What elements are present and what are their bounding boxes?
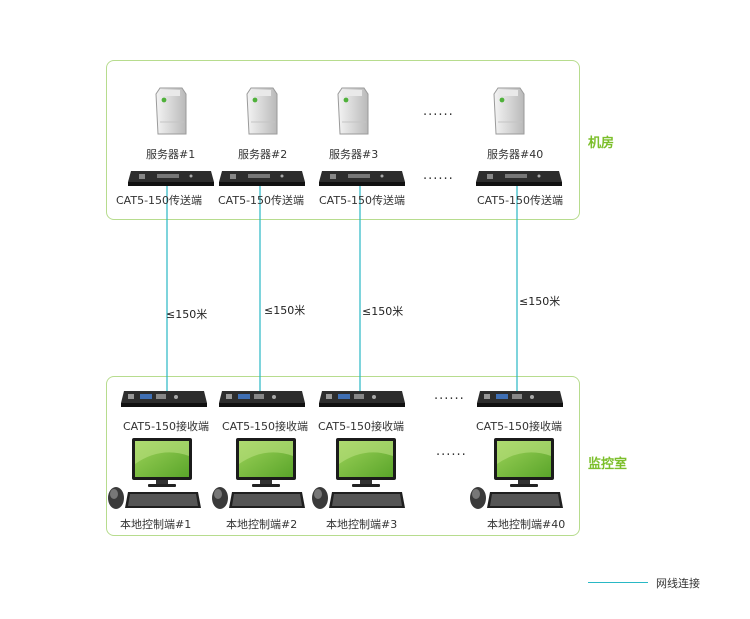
monitor-icon <box>132 438 192 487</box>
legend-line <box>588 582 648 583</box>
ellipsis-transmitters: ...... <box>423 168 454 183</box>
server-name-3: 服务器#3 <box>329 148 379 161</box>
workstation-2 <box>212 438 305 509</box>
distance-label-2: ≤150米 <box>264 304 306 317</box>
transmitter-label-40: CAT5-150传送端 <box>477 194 564 207</box>
transmitter-device <box>319 171 405 186</box>
server-name-40: 服务器#40 <box>487 148 544 161</box>
distance-label-1: ≤150米 <box>166 308 208 321</box>
transmitter-label-3: CAT5-150传送端 <box>319 194 406 207</box>
receiver-label-3: CAT5-150接收端 <box>318 420 405 433</box>
server-icon <box>337 87 369 135</box>
server-name-1: 服务器#1 <box>146 148 196 161</box>
keyboard-icon <box>229 492 305 508</box>
console-label-1: 本地控制端#1 <box>120 518 192 531</box>
transmitter-device <box>128 171 214 186</box>
mouse-icon <box>212 487 228 509</box>
server-icon <box>493 87 525 135</box>
receiver-device <box>121 391 207 407</box>
ellipsis-workstations: ...... <box>436 444 467 459</box>
mouse-icon <box>470 487 486 509</box>
distance-label-40: ≤150米 <box>519 295 561 308</box>
keyboard-icon <box>125 492 201 508</box>
monitor-icon <box>336 438 396 487</box>
workstation-1 <box>108 438 201 509</box>
monitor-icon <box>494 438 554 487</box>
receiver-device <box>219 391 305 407</box>
receiver-device <box>477 391 563 407</box>
ellipsis-servers: ...... <box>423 104 454 119</box>
workstation-3 <box>312 438 405 509</box>
transmitter-label-1: CAT5-150传送端 <box>116 194 203 207</box>
receiver-device <box>319 391 405 407</box>
transmitter-device <box>219 171 305 186</box>
legend-label: 网线连接 <box>656 577 700 590</box>
console-label-3: 本地控制端#3 <box>326 518 398 531</box>
server-icon <box>155 87 187 135</box>
monitor-icon <box>236 438 296 487</box>
workstation-40 <box>470 438 563 509</box>
mouse-icon <box>312 487 328 509</box>
monitor-room-label: 监控室 <box>588 457 628 472</box>
server-room-label: 机房 <box>588 136 615 151</box>
ellipsis-receivers: ...... <box>434 388 465 403</box>
keyboard-icon <box>487 492 563 508</box>
keyboard-icon <box>329 492 405 508</box>
transmitter-device <box>476 171 562 186</box>
mouse-icon <box>108 487 124 509</box>
receiver-label-1: CAT5-150接收端 <box>123 420 210 433</box>
console-label-2: 本地控制端#2 <box>226 518 298 531</box>
server-name-2: 服务器#2 <box>238 148 288 161</box>
transmitter-label-2: CAT5-150传送端 <box>218 194 305 207</box>
distance-label-3: ≤150米 <box>362 305 404 318</box>
receiver-label-40: CAT5-150接收端 <box>476 420 563 433</box>
server-room-zone <box>106 60 580 220</box>
server-icon <box>246 87 278 135</box>
receiver-label-2: CAT5-150接收端 <box>222 420 309 433</box>
console-label-40: 本地控制端#40 <box>487 518 566 531</box>
